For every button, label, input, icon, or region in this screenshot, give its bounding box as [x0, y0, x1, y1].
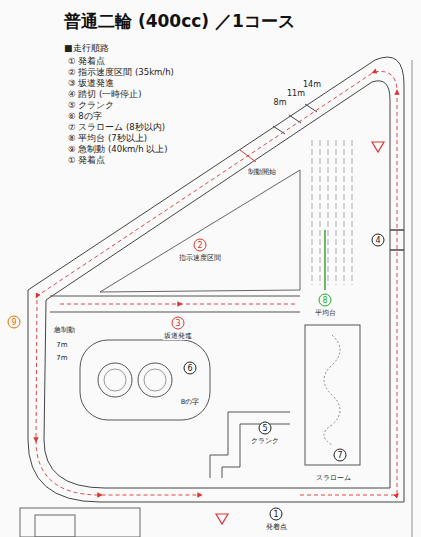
- route-item: ⑦ スラローム (8秒以内): [68, 123, 165, 133]
- route-item: ⑤ クランク: [68, 101, 114, 111]
- callout-number: 5: [259, 422, 272, 435]
- map-title: 普通二輪 (400cc) ／1コース: [64, 12, 295, 32]
- area-name: 急制動: [53, 326, 76, 334]
- lane-line: [312, 140, 313, 285]
- distance-mark: 11m: [286, 89, 306, 98]
- route-item: ⑧ 平均台 (7秒以上): [68, 134, 147, 144]
- route-item: ⑥ 8の字: [68, 112, 102, 122]
- area-name: 平均台: [314, 309, 337, 317]
- route-item: ① 発着点: [68, 57, 105, 67]
- distance-mark: 14m: [302, 80, 322, 89]
- route-item: ⑨ 急制動 (40km/h 以上): [68, 145, 168, 155]
- callout-number: 2: [194, 239, 207, 252]
- area-name: スラローム: [315, 474, 352, 482]
- lane-line: [336, 140, 337, 285]
- lane-line: [320, 140, 321, 285]
- braking-start: 制動開始: [247, 168, 277, 176]
- callout-number: 4: [372, 234, 385, 247]
- area-name: 発着点: [265, 523, 288, 531]
- callout-number: 8: [319, 294, 332, 307]
- list-heading: ■走行順路: [64, 43, 109, 53]
- area-name: クランク: [250, 437, 280, 445]
- callout-number: 3: [172, 317, 185, 330]
- callout-number: 6: [184, 362, 197, 375]
- lane-line: [352, 140, 353, 285]
- lane-line: [344, 140, 345, 285]
- callout-number: 7: [334, 449, 347, 462]
- route-item: ① 発着点: [68, 156, 105, 166]
- area-name: 指示速度区間: [178, 255, 222, 262]
- route-item: ③ 坂道発進: [68, 79, 114, 89]
- area-name: 8の字: [180, 398, 200, 406]
- distance-mark: 7m: [55, 341, 68, 349]
- distance-mark: 8m: [273, 98, 288, 107]
- distance-mark: 7m: [55, 354, 68, 362]
- callout-number: 1: [270, 508, 283, 521]
- area-name: 坂道発進: [163, 332, 193, 340]
- route-item: ④ 踏切 (一時停止): [68, 90, 142, 100]
- lane-line: [328, 140, 329, 285]
- route-item: ② 指示速度区間 (35km/h): [68, 68, 174, 78]
- callout-number: 9: [8, 316, 21, 329]
